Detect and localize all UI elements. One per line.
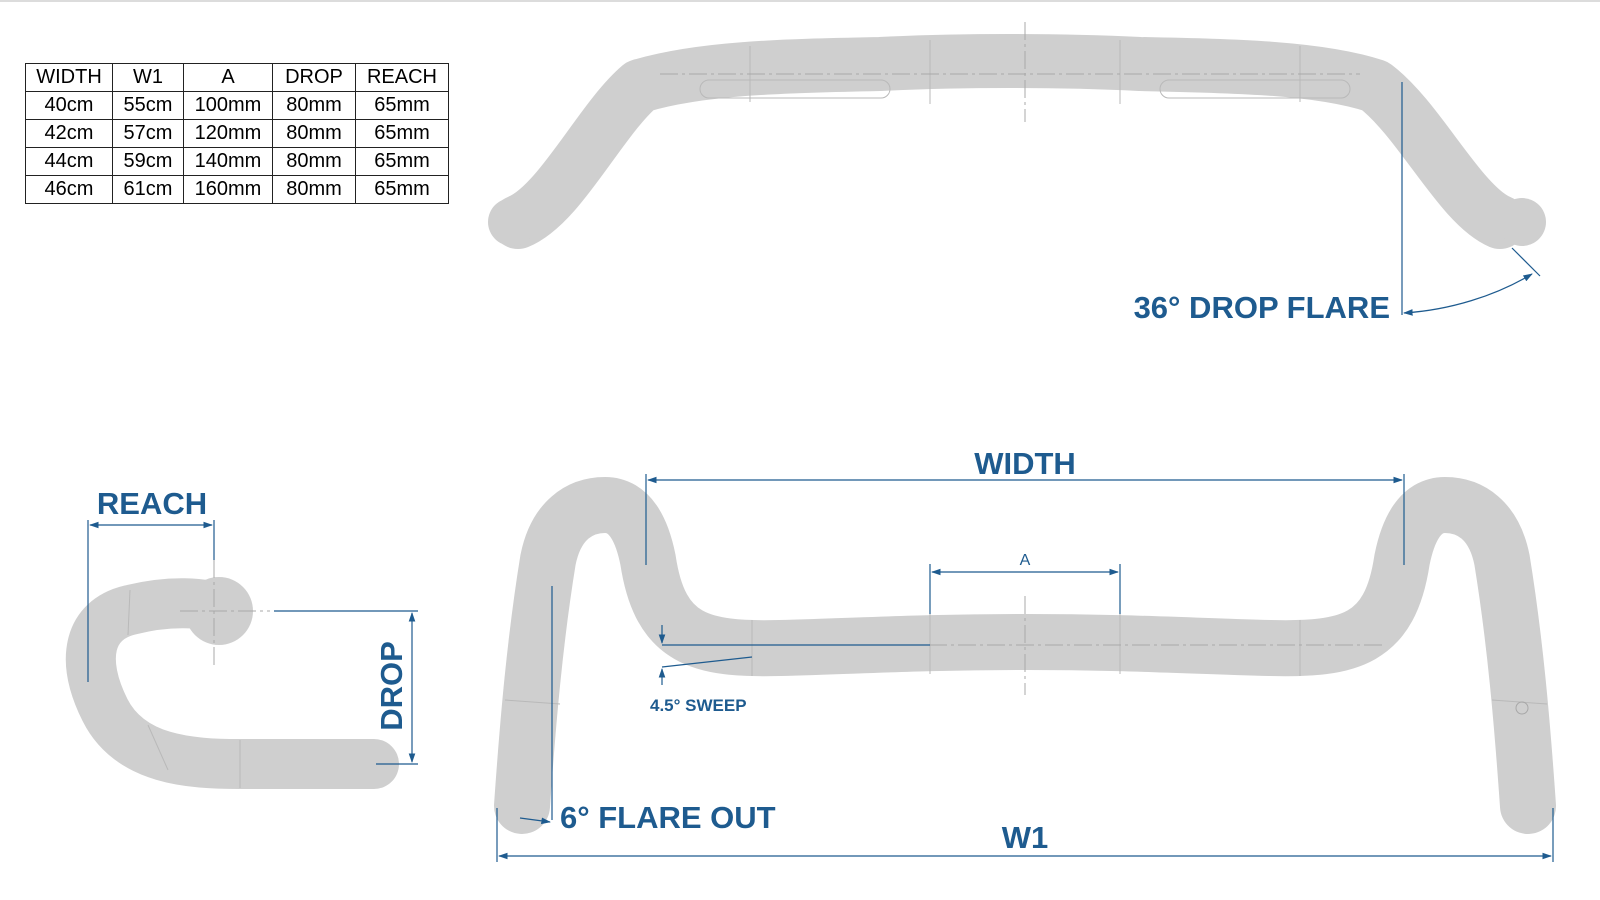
front-view-handlebar: [494, 477, 1556, 834]
a-label: A: [1020, 552, 1031, 569]
table-cell: 80mm: [272, 147, 356, 176]
top-view-handlebar: [488, 22, 1546, 249]
drop-flare-dimension: [1401, 82, 1541, 316]
reach-dimension: [87, 520, 215, 682]
flare-out-dimension: [519, 586, 553, 825]
table-header-row: WIDTH W1 A DROP REACH: [25, 63, 449, 92]
table-header: A: [183, 63, 273, 92]
sweep-label: 4.5° SWEEP: [650, 696, 747, 715]
table-cell: 61cm: [112, 175, 184, 204]
w1-label: W1: [1002, 820, 1049, 855]
table-cell: 80mm: [272, 91, 356, 120]
table-cell: 59cm: [112, 147, 184, 176]
table-header: REACH: [355, 63, 449, 92]
table-cell: 160mm: [183, 175, 273, 204]
table-header: WIDTH: [25, 63, 113, 92]
table-row: 46cm 61cm 160mm 80mm 65mm: [25, 175, 449, 204]
table-cell: 65mm: [355, 91, 449, 120]
table-cell: 80mm: [272, 119, 356, 148]
table-cell: 100mm: [183, 91, 273, 120]
table-cell: 46cm: [25, 175, 113, 204]
size-table: WIDTH W1 A DROP REACH 40cm 55cm 100mm 80…: [25, 63, 449, 204]
table-cell: 65mm: [355, 119, 449, 148]
reach-label: REACH: [97, 486, 207, 521]
table-cell: 57cm: [112, 119, 184, 148]
table-header: DROP: [272, 63, 356, 92]
table-row: 42cm 57cm 120mm 80mm 65mm: [25, 119, 449, 148]
table-cell: 80mm: [272, 175, 356, 204]
drop-flare-label: 36° DROP FLARE: [1134, 290, 1390, 325]
drop-dimension: [274, 610, 418, 765]
table-cell: 65mm: [355, 147, 449, 176]
table-cell: 40cm: [25, 91, 113, 120]
table-cell: 55cm: [112, 91, 184, 120]
drop-label: DROP: [374, 641, 409, 731]
w1-dimension: [496, 808, 1554, 862]
side-view-handlebar: [66, 560, 399, 789]
table-cell: 44cm: [25, 147, 113, 176]
top-border: [0, 0, 1600, 2]
width-label: WIDTH: [974, 446, 1076, 481]
sweep-dimension: [658, 625, 930, 685]
table-cell: 65mm: [355, 175, 449, 204]
table-header: W1: [112, 63, 184, 92]
table-row: 40cm 55cm 100mm 80mm 65mm: [25, 91, 449, 120]
width-dimension: [645, 474, 1405, 565]
a-dimension: [929, 564, 1121, 614]
table-cell: 120mm: [183, 119, 273, 148]
flare-out-label: 6° FLARE OUT: [560, 800, 776, 835]
